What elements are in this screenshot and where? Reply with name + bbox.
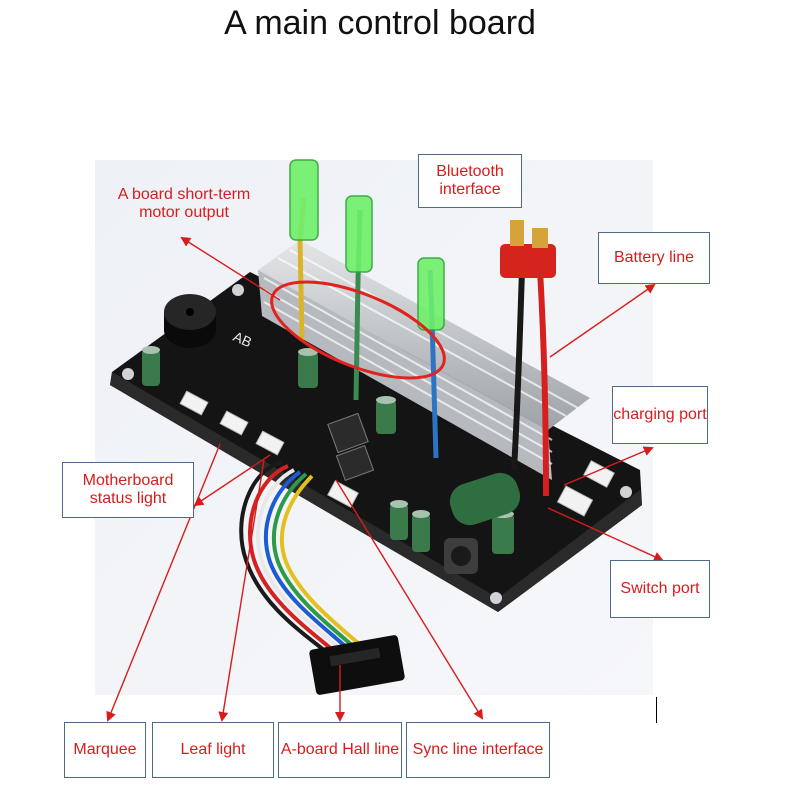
board-print-text: AB <box>231 328 255 350</box>
text-cursor <box>656 697 657 723</box>
label-leaf-light: Leaf light <box>152 722 274 778</box>
green-terminals <box>289 159 445 331</box>
label-battery-line: Battery line <box>598 232 710 284</box>
label-hall-line: A-board Hall line <box>278 722 402 778</box>
white-connectors <box>179 390 615 517</box>
label-motor-output: A board short-term motor output <box>117 186 251 221</box>
annotation-arrows <box>106 236 664 722</box>
capacitors <box>142 346 521 574</box>
label-charging-port: charging port <box>612 386 708 444</box>
wire-harness <box>239 460 368 662</box>
label-switch-port: Switch port <box>610 560 710 618</box>
t-plug <box>500 220 556 278</box>
ic-chips <box>327 412 375 481</box>
label-motherboard-status-light: Motherboard status light <box>62 462 194 518</box>
label-bluetooth-interface: Bluetooth interface <box>418 154 522 208</box>
battery-wires <box>511 269 549 497</box>
page-title: A main control board <box>224 4 536 42</box>
buzzer <box>164 294 216 348</box>
label-marquee: Marquee <box>64 722 146 778</box>
label-sync-line-interface: Sync line interface <box>406 722 550 778</box>
harness-connector <box>309 635 405 695</box>
